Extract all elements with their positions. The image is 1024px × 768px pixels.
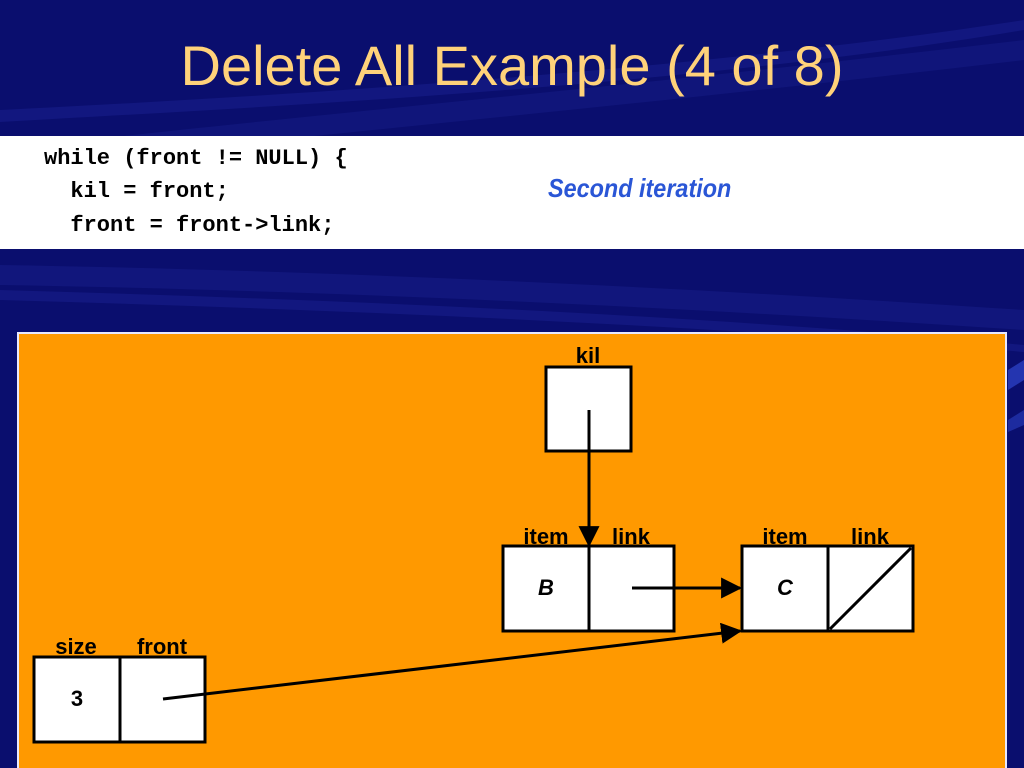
front-to-c-arrow (162, 622, 743, 701)
list-header: size front 3 (32, 634, 207, 744)
size-value: 3 (71, 686, 83, 711)
iteration-annotation: Second iteration (548, 173, 732, 203)
slide-title: Delete All Example (4 of 8) (180, 34, 844, 97)
size-label: size (55, 634, 97, 659)
node-c-item-value: C (777, 575, 794, 600)
front-label: front (137, 634, 188, 659)
null-link-slash (828, 546, 913, 631)
code-panel: while (front != NULL) { kil = front; fro… (0, 136, 1024, 249)
kil-label: kil (576, 343, 600, 368)
node-c: item link C (740, 524, 915, 633)
node-b: item link B (501, 524, 676, 633)
node-b-item-cell (501, 544, 591, 633)
code-line-advance-front: front = front->link; (44, 213, 335, 238)
node-b-item-value: B (538, 575, 554, 600)
code-line-while: while (front != NULL) { (44, 146, 348, 171)
code-line-assign-kil: kil = front; (44, 179, 229, 204)
front-cell (118, 655, 207, 744)
